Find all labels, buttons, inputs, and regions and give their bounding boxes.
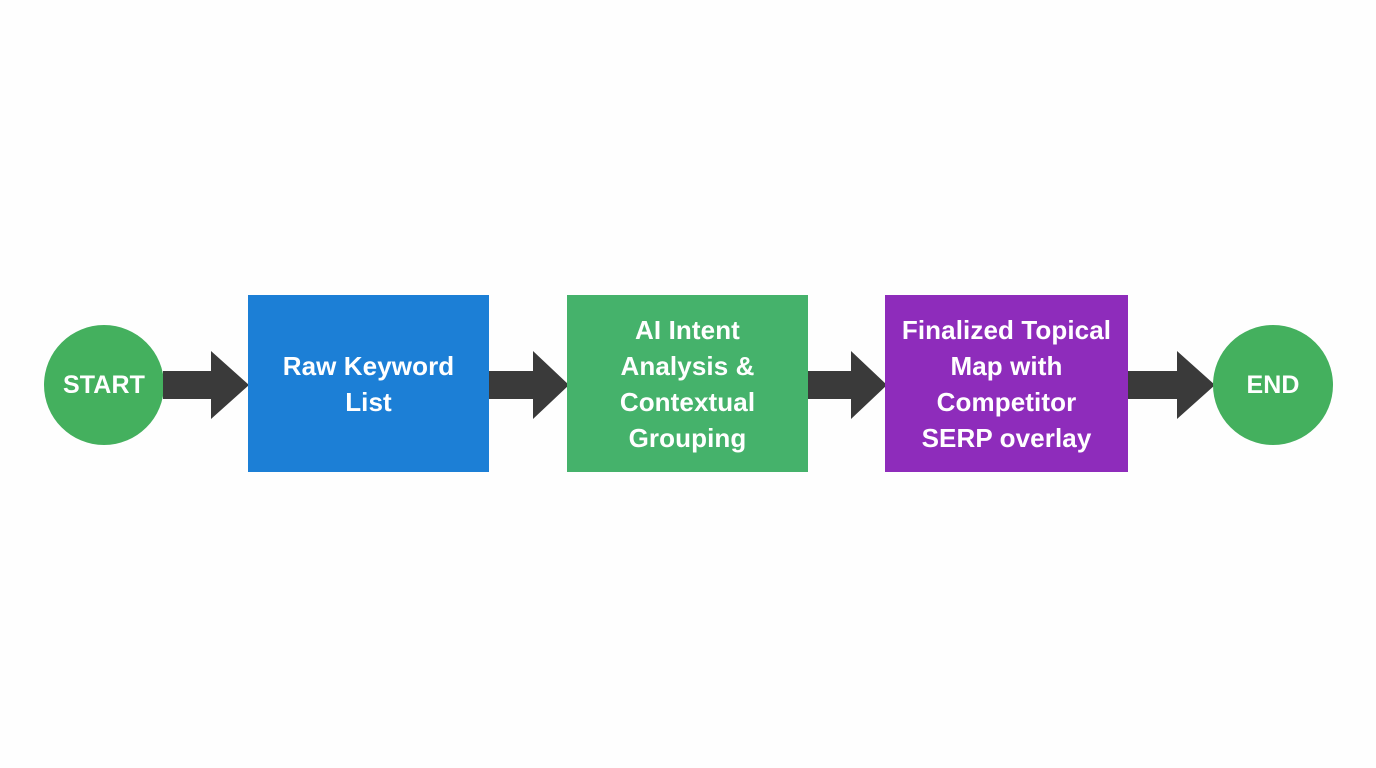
arrow-start-to-raw-keyword-list <box>163 350 249 420</box>
node-finalized-topical-map[interactable]: Finalized Topical Map with Competitor SE… <box>885 295 1128 472</box>
node-raw-keyword-list-label: Raw Keyword List <box>282 350 455 417</box>
arrow-right-icon <box>163 351 249 419</box>
node-raw-keyword-list[interactable]: Raw Keyword List <box>248 295 489 472</box>
arrow-finalized-topical-map-to-end <box>1128 350 1215 420</box>
node-ai-intent-analysis[interactable]: AI Intent Analysis & Contextual Grouping <box>567 295 808 472</box>
node-start-label: START <box>63 371 145 399</box>
arrow-raw-keyword-list-to-ai-intent-analysis <box>489 350 569 420</box>
node-ai-intent-analysis-label: AI Intent Analysis & Contextual Grouping <box>619 314 756 453</box>
node-finalized-topical-map-label: Finalized Topical Map with Competitor SE… <box>901 314 1112 453</box>
arrow-right-icon <box>489 351 569 419</box>
node-start[interactable]: START <box>44 325 164 445</box>
arrow-ai-intent-analysis-to-finalized-topical-map <box>808 350 887 420</box>
arrow-right-icon <box>808 351 887 419</box>
node-end[interactable]: END <box>1213 325 1333 445</box>
node-end-label: END <box>1246 371 1300 399</box>
arrow-right-icon <box>1128 351 1215 419</box>
